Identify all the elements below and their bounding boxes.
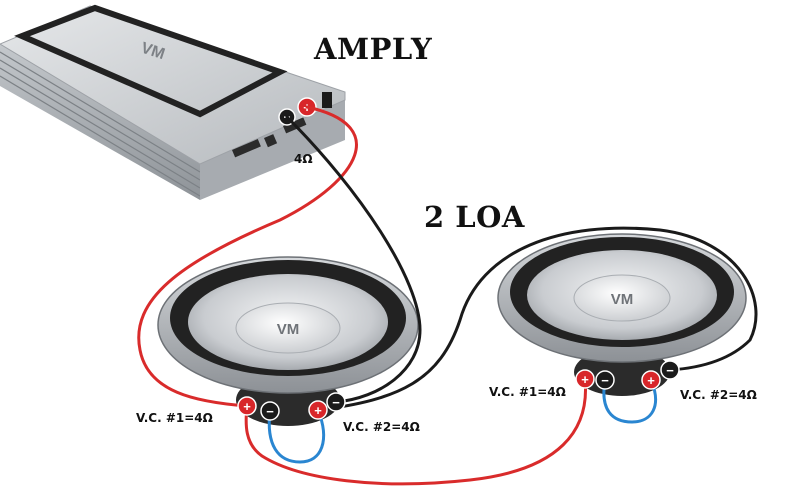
speaker-2-dustcap xyxy=(573,274,671,322)
speaker-2-vc2-label: V.C. #2=4Ω xyxy=(680,388,757,402)
wires xyxy=(137,105,758,486)
speaker-1-dustcap xyxy=(235,302,341,354)
speaker-1-voice-coil-jumper xyxy=(267,408,326,464)
speaker-2-vc2-negative-sign: − xyxy=(666,363,674,378)
speaker-1-vc2-negative-sign: − xyxy=(332,395,340,410)
amplifier-knob[interactable] xyxy=(264,134,278,148)
speakers-title: 2 LOA xyxy=(424,200,525,234)
speaker-2-vc2-positive-terminal[interactable] xyxy=(641,370,661,390)
amplifier-power-terminal xyxy=(322,92,332,108)
amplifier-top-trim xyxy=(14,4,288,118)
wire-amp-positive-to-speaker-1-vc1-positive xyxy=(137,105,358,408)
amplifier-front-face xyxy=(200,100,345,200)
amplifier-top xyxy=(0,5,346,165)
amplifier-title: AMPLY xyxy=(314,32,433,66)
amplifier-logo: VM xyxy=(139,40,167,64)
speaker-2-vc1-positive-sign: + xyxy=(581,372,589,387)
amplifier: VM − + xyxy=(0,4,346,200)
wire-amp-negative-to-speaker-1-vc2-negative xyxy=(285,115,422,404)
speaker-2-logo: VM xyxy=(611,291,634,308)
speaker-1-logo: VM xyxy=(277,321,300,338)
speaker-2-vc1-negative-terminal[interactable] xyxy=(595,370,615,390)
speaker-1-vc1-positive-sign: + xyxy=(243,399,251,414)
speaker-2-vc1-negative-sign: − xyxy=(601,373,609,388)
speaker-1: VM xyxy=(157,256,419,426)
speaker-1-vc1-negative-sign: − xyxy=(266,404,274,419)
speaker-2-vc1-label: V.C. #1=4Ω xyxy=(489,385,566,399)
speaker-2-vc1-positive-terminal[interactable] xyxy=(575,369,595,389)
wire-speaker-1-negative-to-speaker-2-vc2-negative xyxy=(316,226,758,412)
amplifier-fins xyxy=(0,51,201,197)
speaker-2: VM xyxy=(497,233,747,396)
speaker-2-vc2-positive-sign: + xyxy=(647,373,655,388)
wire-speaker-1-positive-to-speaker-2-vc1-positive xyxy=(244,377,588,486)
amplifier-impedance-label: 4Ω xyxy=(294,152,313,166)
speaker-1-vc1-positive-terminal[interactable] xyxy=(237,396,257,416)
speaker-1-vc2-negative-terminal[interactable] xyxy=(326,392,346,412)
speaker-1-vc1-negative-terminal[interactable] xyxy=(260,401,280,421)
speaker-2-terminals: + − + − xyxy=(575,360,680,390)
amplifier-heatsink-side xyxy=(0,44,200,200)
speaker-2-vc2-negative-terminal[interactable] xyxy=(660,360,680,380)
speaker-1-vc1-label: V.C. #1=4Ω xyxy=(136,411,213,425)
amplifier-control-strip xyxy=(232,139,261,158)
speaker-1-vc2-positive-terminal[interactable] xyxy=(308,400,328,420)
speaker-2-voice-coil-jumper xyxy=(602,378,657,424)
speaker-1-vc2-positive-sign: + xyxy=(314,403,322,418)
speaker-1-vc2-label: V.C. #2=4Ω xyxy=(343,420,420,434)
speaker-1-terminals: + − + − xyxy=(237,392,346,421)
